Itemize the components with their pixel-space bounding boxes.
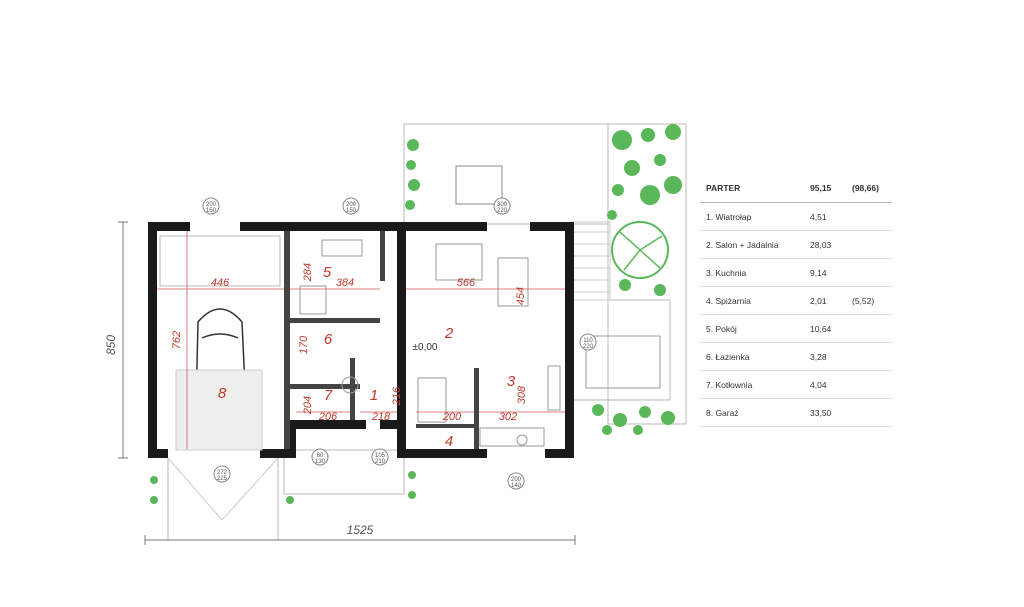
garden-area	[607, 123, 687, 425]
legend-row: 6. Łazienka 3,28	[700, 343, 892, 371]
room-num-5: 5	[323, 264, 332, 281]
room-num-7: 7	[324, 387, 333, 404]
legend-row: 4. Spiżarnia 2,01 (5,52)	[700, 287, 892, 315]
legend-room-name: 3. Kuchnia	[706, 267, 747, 278]
room-num-4: 4	[445, 433, 453, 450]
room-num-8: 8	[218, 385, 227, 402]
legend-room-name: 4. Spiżarnia	[706, 295, 751, 306]
dim-kitchen-d: 308	[516, 385, 528, 404]
room-num-1: 1	[370, 387, 378, 404]
legend-room-name: 6. Łazienka	[706, 351, 750, 362]
dim-bath-d: 170	[298, 335, 310, 354]
overall-depth: 850	[104, 335, 118, 355]
level-mark: ±0,00	[413, 342, 438, 353]
legend-room-name: 5. Pokój	[706, 323, 737, 334]
furniture	[299, 239, 661, 447]
legend-room-name: 1. Wiatrołap	[706, 211, 752, 222]
legend-row: 8. Garaż 33,50	[700, 399, 892, 427]
dim-room5-w: 384	[336, 277, 354, 289]
dim-boiler-d: 204	[302, 396, 314, 415]
legend-room-area: 4,04	[810, 379, 827, 390]
garage-floor-shade	[175, 369, 263, 451]
legend-room-area: 2,01	[810, 295, 827, 306]
legend-total: 95,15	[810, 183, 832, 193]
legend-room-area: 3,28	[810, 351, 827, 362]
terrace-table	[455, 165, 503, 205]
legend-rows: 1. Wiatrołap 4,51 2. Salon + Jadalnia 28,03…	[700, 203, 892, 427]
window-tags	[202, 197, 597, 490]
room-num-6: 6	[324, 331, 333, 348]
legend-room-area: 10,64	[810, 323, 832, 334]
dim-hall-d: 216	[391, 386, 403, 406]
overall-width: 1525	[347, 523, 374, 537]
tree-branches	[619, 231, 663, 271]
entrance-steps	[283, 449, 405, 495]
legend-row: 2. Salon + Jadalnia 28,03	[700, 231, 892, 259]
garage-storage	[159, 235, 281, 287]
dim-room5-d: 284	[302, 263, 314, 282]
legend-room-area: 33,50	[810, 407, 832, 418]
legend-room-name: 8. Garaż	[706, 407, 739, 418]
legend-title: PARTER	[706, 183, 741, 193]
legend-total-extra: (98,66)	[852, 183, 879, 193]
dimension-lines	[118, 221, 576, 545]
steps-lines	[570, 231, 610, 293]
legend-room-area: 4,51	[810, 211, 827, 222]
dim-pantry-w: 200	[442, 411, 462, 423]
legend-row: 1. Wiatrołap 4,51	[700, 203, 892, 231]
room-num-3: 3	[507, 373, 516, 390]
dim-garage-w: 446	[211, 277, 230, 289]
legend-row: 5. Pokój 10,64	[700, 315, 892, 343]
room-numbers: 1 2 3 4 5 6 7 8	[218, 264, 516, 450]
room-dim-labels: 446 384 566 206 218 200 302 762 284 454 …	[171, 263, 528, 423]
patio-area	[569, 299, 671, 401]
dim-hall-w: 218	[371, 411, 391, 423]
legend-row: 7. Kotłownia 4,04	[700, 371, 892, 399]
legend-room-extra: (5,52)	[852, 295, 875, 306]
area-legend: PARTER 95,15 (98,66) 1. Wiatrołap 4,51 2. …	[700, 174, 892, 427]
dim-salon-d: 454	[515, 287, 527, 305]
tree-canopy	[611, 221, 669, 279]
legend-row: 3. Kuchnia 9,14	[700, 259, 892, 287]
dim-kitchen-w: 302	[499, 411, 517, 423]
room-dim-lines	[157, 231, 565, 449]
dim-salon-w: 566	[457, 277, 476, 289]
room-num-2: 2	[444, 325, 454, 342]
legend-room-area: 9,14	[810, 267, 827, 278]
legend-room-name: 7. Kotłownia	[706, 379, 753, 390]
legend-header: PARTER 95,15 (98,66)	[700, 174, 892, 203]
terrace-steps	[569, 221, 611, 301]
dim-boiler-w: 206	[318, 411, 338, 423]
dim-garage-d: 762	[171, 331, 183, 349]
interior-walls	[284, 231, 479, 449]
garden-plants	[150, 124, 682, 504]
legend-room-area: 28,03	[810, 239, 832, 250]
legend-room-name: 2. Salon + Jadalnia	[706, 239, 779, 250]
exterior-walls	[148, 222, 574, 458]
